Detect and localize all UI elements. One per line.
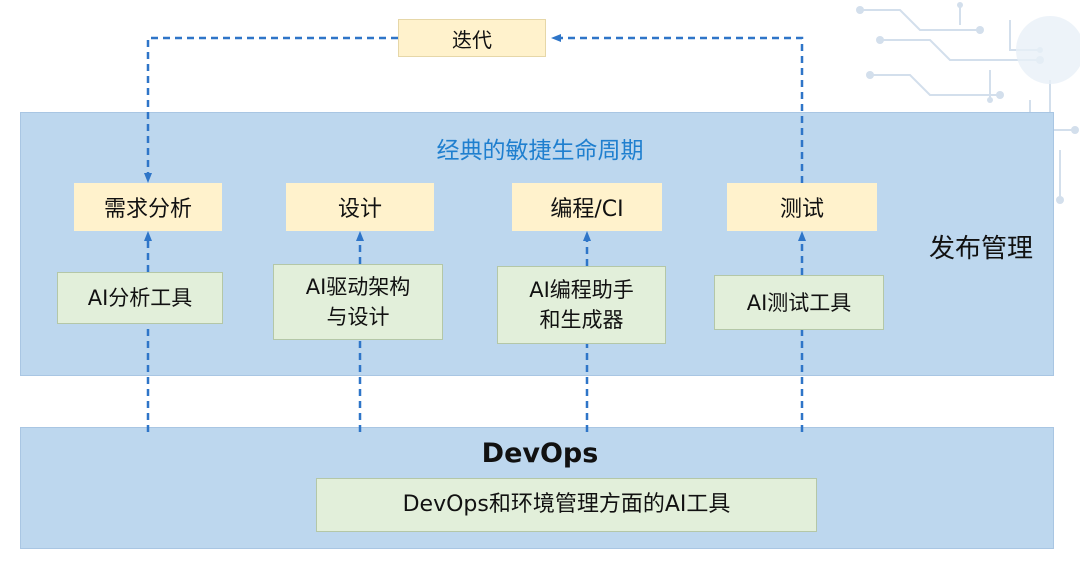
- phase-requirements-analysis: 需求分析: [74, 183, 222, 231]
- devops-title: DevOps: [481, 437, 599, 469]
- release-management-label: 发布管理: [928, 233, 1033, 264]
- phase-design: 设计: [286, 183, 434, 231]
- tool-ai-architecture-design: AI驱动架构 与设计: [273, 264, 443, 340]
- agile-lifecycle-title: 经典的敏捷生命周期: [436, 138, 644, 164]
- tool-devops-environment-ai: DevOps和环境管理方面的AI工具: [316, 478, 817, 532]
- tool-ai-testing: AI测试工具: [714, 275, 884, 330]
- tool-ai-analysis: AI分析工具: [57, 272, 223, 324]
- tool-ai-coding-assistant: AI编程助手 和生成器: [497, 266, 666, 344]
- phase-testing: 测试: [727, 183, 877, 231]
- iteration-box: 迭代: [398, 19, 546, 57]
- phase-coding-ci: 编程/CI: [512, 183, 662, 231]
